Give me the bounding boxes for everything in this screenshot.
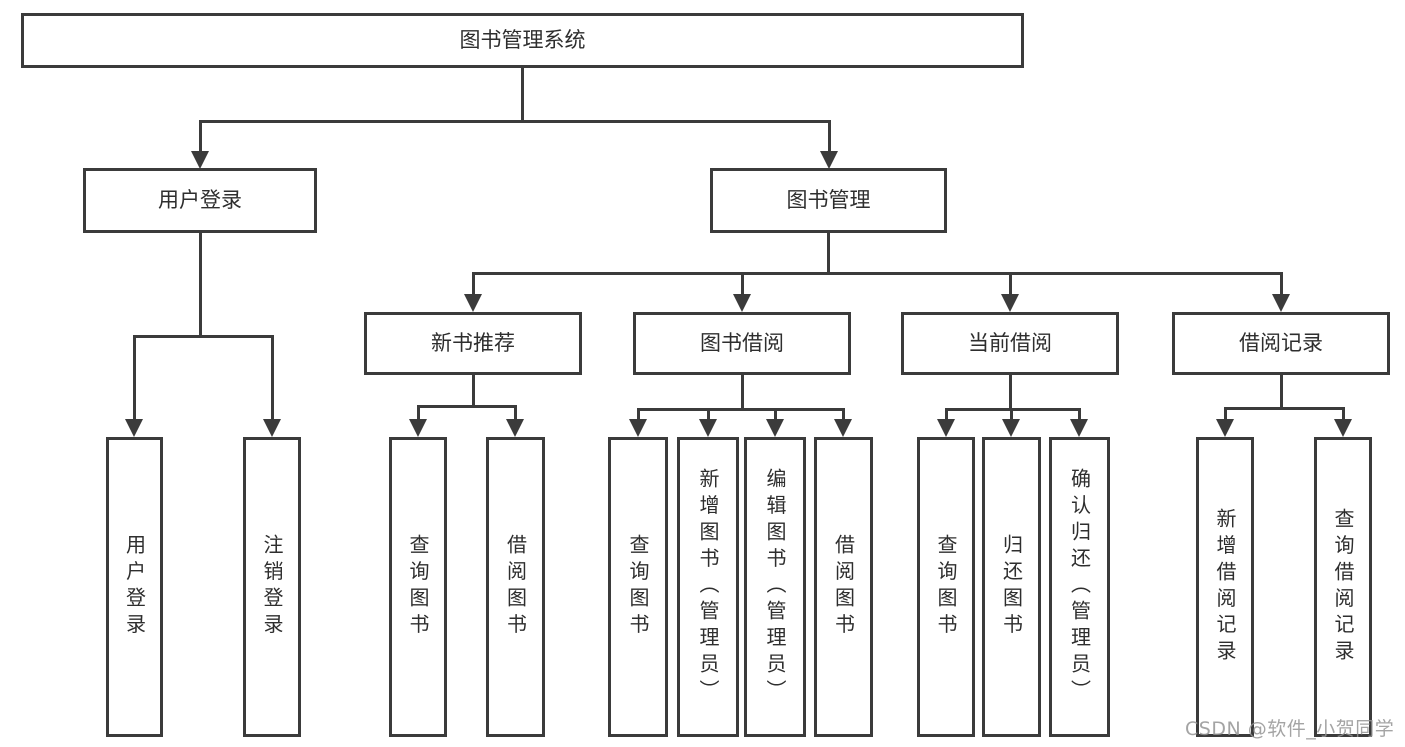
leaf-nb-borrow-book-label: 借阅图书 [503, 534, 528, 640]
arrowhead-bb-edit [766, 419, 784, 437]
leaf-br-query-record-label: 查询借阅记录 [1331, 507, 1355, 667]
connector-drop-login-leaf [133, 335, 136, 420]
node-book-mgmt-label: 图书管理 [786, 187, 871, 212]
arrowhead-bb-borrow [834, 419, 852, 437]
leaf-logout-label: 注销登录 [260, 534, 284, 640]
node-new-book-recommend: 新书推荐 [364, 312, 582, 375]
connector-drop-cb-return [1010, 408, 1013, 420]
node-user-login-label: 用户登录 [158, 187, 242, 212]
connector-drop-nb-borrow [514, 405, 517, 420]
arrowhead-user-login [191, 151, 209, 169]
leaf-bb-borrow-book: 借阅图书 [814, 437, 873, 737]
arrowhead-nb-borrow [506, 419, 524, 437]
leaf-bb-add-book-admin-label: 新增图书（管理员） [696, 468, 720, 706]
connector-book-mgmt-stub [827, 233, 830, 272]
connector-level2-rail [472, 272, 1282, 275]
node-book-mgmt: 图书管理 [710, 168, 947, 233]
arrowhead-br-add [1216, 419, 1234, 437]
node-book-borrow: 图书借阅 [633, 312, 851, 375]
leaf-br-query-record: 查询借阅记录 [1314, 437, 1372, 737]
arrowhead-book-borrow [733, 294, 751, 312]
leaf-br-add-record: 新增借阅记录 [1196, 437, 1254, 737]
csdn-watermark: CSDN @软件_小贺同学 [1185, 718, 1395, 740]
leaf-bb-query-book-label: 查询图书 [626, 534, 650, 640]
leaf-cb-query-book-label: 查询图书 [934, 534, 958, 640]
connector-drop-bb-query [637, 408, 640, 420]
node-borrow-records: 借阅记录 [1172, 312, 1390, 375]
connector-drop-bb-edit [774, 408, 777, 420]
connector-level1-rail [199, 120, 831, 123]
node-book-borrow-label: 图书借阅 [700, 330, 784, 355]
connector-drop-new-book [472, 272, 475, 297]
connector-user-login-stub [199, 233, 202, 335]
connector-current-borrow-rail [945, 408, 1081, 411]
leaf-cb-query-book: 查询图书 [917, 437, 975, 737]
node-current-borrow: 当前借阅 [901, 312, 1119, 375]
leaf-nb-query-book-label: 查询图书 [406, 534, 430, 640]
node-borrow-records-label: 借阅记录 [1239, 330, 1323, 355]
leaf-nb-borrow-book: 借阅图书 [486, 437, 545, 737]
connector-drop-bb-add [707, 408, 710, 420]
node-root-label: 图书管理系统 [459, 27, 586, 52]
connector-new-book-stub [472, 375, 475, 405]
connector-drop-book-mgmt [828, 120, 831, 153]
arrowhead-borrow-records [1272, 294, 1290, 312]
connector-current-borrow-stub [1009, 375, 1012, 408]
leaf-nb-query-book: 查询图书 [389, 437, 447, 737]
connector-drop-logout-leaf [271, 335, 274, 420]
connector-user-login-rail [133, 335, 273, 338]
connector-drop-cb-query [945, 408, 948, 420]
leaf-cb-confirm-return-admin-label: 确认归还（管理员） [1067, 468, 1092, 706]
connector-drop-bb-borrow [842, 408, 845, 420]
connector-drop-nb-query [417, 405, 420, 420]
arrowhead-book-mgmt [820, 151, 838, 169]
connector-drop-br-query [1342, 407, 1345, 420]
connector-book-borrow-rail [637, 408, 844, 411]
arrowhead-cb-confirm [1070, 419, 1088, 437]
leaf-cb-return-book: 归还图书 [982, 437, 1041, 737]
connector-borrow-records-stub [1280, 375, 1283, 407]
leaf-logout: 注销登录 [243, 437, 301, 737]
connector-book-borrow-stub [741, 375, 744, 408]
connector-drop-book-borrow [741, 272, 744, 297]
node-root: 图书管理系统 [21, 13, 1024, 68]
connector-drop-br-add [1224, 407, 1227, 420]
leaf-user-login-label: 用户登录 [122, 534, 147, 640]
arrowhead-bb-query [629, 419, 647, 437]
node-user-login: 用户登录 [83, 168, 317, 233]
leaf-bb-query-book: 查询图书 [608, 437, 668, 737]
leaf-cb-confirm-return-admin: 确认归还（管理员） [1049, 437, 1110, 737]
connector-new-book-rail [417, 405, 517, 408]
leaf-cb-return-book-label: 归还图书 [999, 534, 1024, 640]
leaf-br-add-record-label: 新增借阅记录 [1213, 507, 1237, 667]
leaf-bb-edit-book-admin: 编辑图书（管理员） [744, 437, 806, 737]
arrowhead-bb-add [699, 419, 717, 437]
leaf-bb-borrow-book-label: 借阅图书 [831, 534, 856, 640]
arrowhead-cb-query [937, 419, 955, 437]
connector-drop-user-login [199, 120, 202, 153]
node-new-book-recommend-label: 新书推荐 [431, 330, 515, 355]
arrowhead-login-leaf [125, 419, 143, 437]
arrowhead-br-query [1334, 419, 1352, 437]
arrowhead-cb-return [1002, 419, 1020, 437]
leaf-bb-edit-book-admin-label: 编辑图书（管理员） [763, 468, 787, 706]
arrowhead-nb-query [409, 419, 427, 437]
connector-root-stub [521, 68, 524, 120]
node-current-borrow-label: 当前借阅 [968, 330, 1052, 355]
arrowhead-logout-leaf [263, 419, 281, 437]
connector-drop-borrow-records [1280, 272, 1283, 297]
arrowhead-current-borrow [1001, 294, 1019, 312]
connector-drop-current-borrow [1009, 272, 1012, 297]
connector-drop-cb-confirm [1078, 408, 1081, 420]
leaf-bb-add-book-admin: 新增图书（管理员） [677, 437, 739, 737]
arrowhead-new-book [464, 294, 482, 312]
leaf-user-login: 用户登录 [106, 437, 163, 737]
connector-borrow-records-rail [1224, 407, 1344, 410]
